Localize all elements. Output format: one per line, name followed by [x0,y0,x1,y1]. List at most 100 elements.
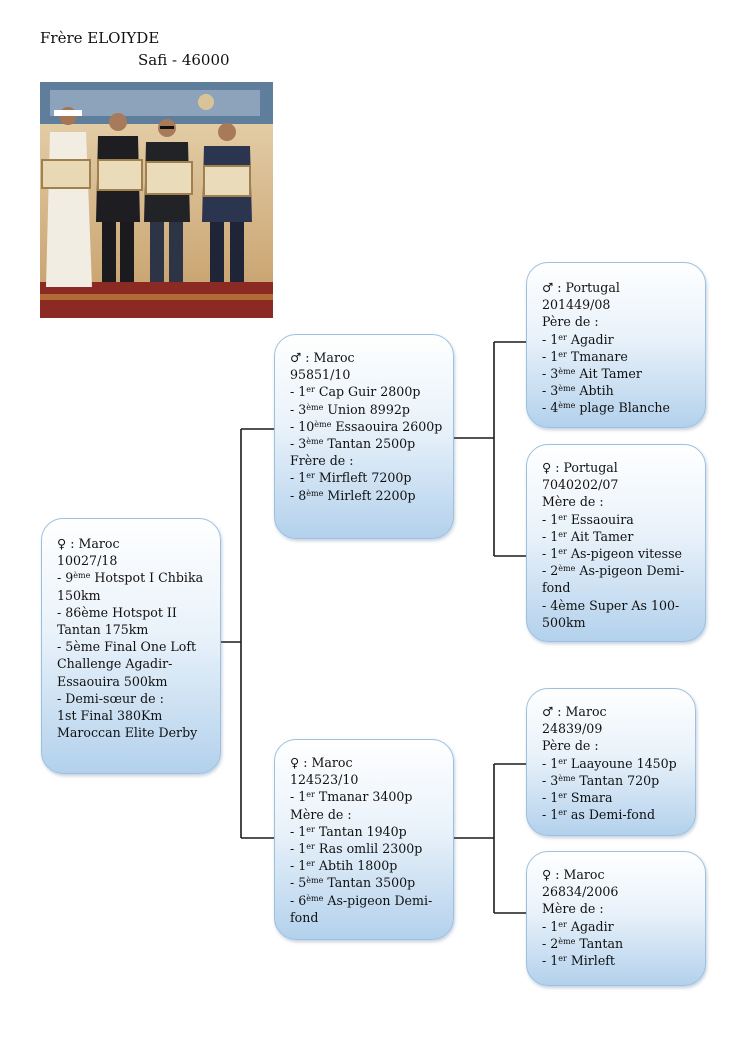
line-text-rest: Smara [566,790,613,806]
line-text: - 1 [290,470,307,486]
pedigree-line: - 3ème Union 8992p [290,401,445,418]
rank-suffix: er [558,349,567,359]
pedigree-line: - 3ème Ait Tamer [542,365,697,382]
pedigree-line: - 1er Essaouira [542,511,697,528]
pedigree-line: - 6ème As-pigeon Demi-fond [290,892,445,926]
rank-suffix: er [558,756,567,766]
line-text: 24839/09 [542,721,603,737]
line-text: - 1 [542,918,559,934]
rank-suffix: er [306,842,315,852]
line-text: - 4ème Super As 100-500km [542,597,680,630]
line-text: - 1 [542,953,559,969]
pedigree-line: - Demi-sœur de : [57,690,212,707]
rank-suffix: ème [306,488,324,498]
line-text: - 1 [542,546,559,562]
pedigree-line: - 2ème As-pigeon Demi-fond [542,562,697,596]
owner-city: Safi - 46000 [138,51,230,69]
line-text: - 86ème Hotspot II Tantan 175km [57,604,177,638]
line-text-rest: Mirleft [566,953,615,969]
line-text: Mère de : [290,806,352,822]
line-text: - 1 [542,807,559,823]
line-text: Père de : [542,314,599,330]
line-text-rest: As-pigeon vitesse [566,546,682,562]
award-photo [40,82,273,318]
line-text: - 2 [542,935,559,951]
line-text-rest: as Demi-fond [566,807,656,823]
rank-suffix: ème [306,876,324,886]
line-text: 10027/18 [57,553,118,569]
pedigree-line: - 86ème Hotspot II Tantan 175km [57,604,212,638]
line-text-rest: Tantan [575,935,624,951]
pedigree-line: ♀ : Maroc [290,754,445,771]
line-text: - 4 [542,400,559,416]
pedigree-line: 95851/10 [290,366,445,383]
pedigree-line: - 3ème Tantan 720p [542,772,687,789]
line-text-rest: Hotspot I Chbika 150km [57,570,204,603]
line-text: 201449/08 [542,297,611,313]
rank-suffix: er [306,859,315,869]
line-text: 1st Final 380Km Maroccan Elite Derby [57,708,198,741]
line-text: - 2 [542,563,559,579]
pedigree-line: 124523/10 [290,771,445,788]
pedigree-line: - 2ème Tantan [542,935,697,952]
line-text: - 3 [542,772,559,788]
line-text: - 10 [290,418,315,434]
pedigree-line: - 1er Ait Tamer [542,528,697,545]
line-text-rest: Ait Tamer [566,528,634,544]
rank-suffix: er [558,919,567,929]
line-text: - 3 [542,366,559,382]
pedigree-line: ♀ : Maroc [542,866,697,883]
line-text-rest: Mirfleft 7200p [314,470,412,486]
pedigree-line: - 4ème plage Blanche [542,399,697,416]
line-text-rest: Essaouira 2600p [331,418,443,434]
pedigree-line: 201449/08 [542,296,697,313]
pedigree-line: - 8ème Mirleft 2200p [290,487,445,504]
line-text: - 3 [542,383,559,399]
rank-suffix: ème [558,401,576,411]
line-text: ♀ : Maroc [542,867,605,882]
pedigree-line: - 1er Smara [542,789,687,806]
line-text: ♂ : Maroc [542,704,607,719]
pedigree-line: - 1er Abtih 1800p [290,857,445,874]
line-text: Mère de : [542,494,604,510]
rank-suffix: ème [558,384,576,394]
rank-suffix: er [558,954,567,964]
line-text-rest: Laayoune 1450p [566,755,677,771]
line-text-rest: Tmanare [566,348,628,364]
line-text: - 1 [542,755,559,771]
rank-suffix: er [558,529,567,539]
line-text: ♀ : Portugal [542,460,618,475]
rank-suffix: er [306,471,315,481]
line-text: 124523/10 [290,772,359,788]
pedigree-line: Frère de : [290,452,445,469]
pedigree-line: Père de : [542,737,687,754]
pedigree-line: - 1er Ras omlil 2300p [290,840,445,857]
pedigree-line: Mère de : [290,806,445,823]
line-text: - 1 [542,528,559,544]
line-text: 26834/2006 [542,884,619,900]
line-text-rest: Ras omlil 2300p [314,841,423,857]
pedigree-line: - 1er Cap Guir 2800p [290,383,445,400]
pedigree-line: - 3ème Tantan 2500p [290,435,445,452]
rank-suffix: er [558,547,567,557]
line-text: 7040202/07 [542,477,619,493]
line-text: - 9 [57,570,74,586]
pedigree-line: 7040202/07 [542,476,697,493]
line-text: - Demi-sœur de : [57,690,164,706]
award-photo-image [40,82,273,318]
line-text: - 8 [290,487,307,503]
pedigree-line: - 5ème Tantan 3500p [290,874,445,891]
pedigree-line: - 1er Tantan 1940p [290,823,445,840]
line-text: - 1 [290,841,307,857]
rank-suffix: ème [306,893,324,903]
line-text: ♂ : Maroc [290,350,355,365]
rank-suffix: ème [558,564,576,574]
line-text: - 1 [290,789,307,805]
